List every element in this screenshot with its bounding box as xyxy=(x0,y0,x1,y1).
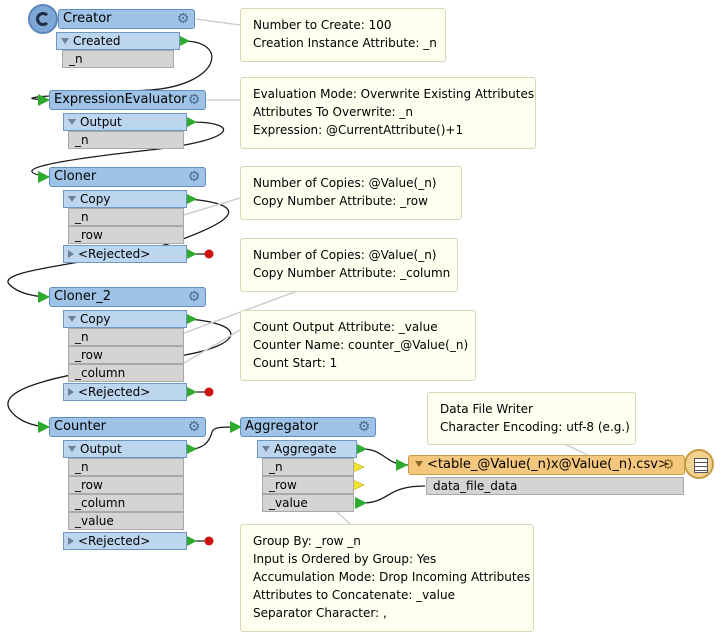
attribute-item: _n xyxy=(68,208,184,226)
writer-feature-type[interactable]: <table_@Value(_n)x@Value(_n).csv> ⚙ xyxy=(408,455,685,475)
rejected-dot xyxy=(204,387,214,397)
counter-annotation: Count Output Attribute: _value Counter N… xyxy=(240,310,476,381)
attribute-item: _n xyxy=(68,328,184,346)
attribute-item: _n xyxy=(68,458,184,476)
attribute-item: _row xyxy=(262,476,354,494)
counter-transformer[interactable]: Counter ⚙ xyxy=(49,417,206,437)
chevron-down-icon xyxy=(415,461,423,467)
chevron-down-icon xyxy=(68,119,76,125)
creator-transformer[interactable]: Creator ⚙ xyxy=(58,9,195,29)
cloner-title: Cloner xyxy=(54,169,97,184)
attribute-item: _value xyxy=(262,494,354,512)
cloner-annotation: Number of Copies: @Value(_n) Copy Number… xyxy=(240,166,462,220)
gear-icon[interactable]: ⚙ xyxy=(187,289,201,305)
expressionevaluator-annotation: Evaluation Mode: Overwrite Existing Attr… xyxy=(240,77,536,149)
table-writer-icon[interactable] xyxy=(684,449,714,479)
chevron-down-icon xyxy=(262,446,270,452)
cloner2-rejected-port[interactable]: <Rejected> xyxy=(63,383,187,401)
counter-rejected-port[interactable]: <Rejected> xyxy=(63,532,187,550)
attribute-item: _n xyxy=(62,50,174,68)
cloner2-title: Cloner_2 xyxy=(54,289,111,304)
aggregator-annotation: Group By: _row _n Input is Ordered by Gr… xyxy=(240,524,534,632)
attribute-item: _n xyxy=(262,458,354,476)
gear-icon[interactable]: ⚙ xyxy=(176,11,190,27)
creator-icon[interactable] xyxy=(28,4,58,34)
cloner-rejected-port[interactable]: <Rejected> xyxy=(63,245,187,263)
port-label: Created xyxy=(73,34,121,48)
creator-annotation: Number to Create: 100 Creation Instance … xyxy=(240,8,446,62)
creator-output-port[interactable]: Created xyxy=(56,32,180,50)
attribute-item: _column xyxy=(68,364,184,382)
counter-title: Counter xyxy=(54,419,106,434)
chevron-down-icon xyxy=(68,316,76,322)
aggregator-transformer[interactable]: Aggregator ⚙ xyxy=(240,417,376,437)
gear-icon[interactable]: ⚙ xyxy=(187,92,201,108)
attribute-item: _column xyxy=(68,494,184,512)
gear-icon[interactable]: ⚙ xyxy=(357,419,371,435)
rejected-dot xyxy=(204,249,214,259)
port-label: Output xyxy=(80,442,122,456)
chevron-down-icon xyxy=(68,446,76,452)
port-label: Copy xyxy=(80,192,111,206)
attribute-item: _row xyxy=(68,476,184,494)
chevron-right-icon xyxy=(68,537,74,545)
writer-annotation: Data File Writer Character Encoding: utf… xyxy=(427,392,636,445)
chevron-down-icon xyxy=(61,38,69,44)
cloner-output-port[interactable]: Copy xyxy=(63,190,187,208)
expressionevaluator-title: ExpressionEvaluator xyxy=(54,92,187,107)
port-label: Output xyxy=(80,115,122,129)
chevron-right-icon xyxy=(68,250,74,258)
aggregator-title: Aggregator xyxy=(245,419,319,434)
attribute-item: _n xyxy=(68,131,184,149)
port-label: Aggregate xyxy=(274,442,337,456)
cloner2-transformer[interactable]: Cloner_2 ⚙ xyxy=(49,287,206,307)
aggregator-output-port[interactable]: Aggregate xyxy=(257,440,357,458)
attribute-item: _row xyxy=(68,346,184,364)
output-port-aggregator-value xyxy=(355,497,367,509)
counter-output-port[interactable]: Output xyxy=(63,440,187,458)
cloner2-annotation: Number of Copies: @Value(_n) Copy Number… xyxy=(240,238,458,292)
cloner2-output-port[interactable]: Copy xyxy=(63,310,187,328)
port-label: <Rejected> xyxy=(78,385,151,399)
writer-title: <table_@Value(_n)x@Value(_n).csv> xyxy=(427,457,669,472)
writer-attribute-item: data_file_data xyxy=(426,477,684,495)
gear-icon[interactable]: ⚙ xyxy=(661,457,675,473)
cloner-transformer[interactable]: Cloner ⚙ xyxy=(49,167,206,187)
input-port-writer xyxy=(396,459,408,471)
wire-aggregator-to-writer xyxy=(361,448,409,466)
rejected-dot xyxy=(204,536,214,546)
attribute-item: _row xyxy=(68,226,184,244)
expressionevaluator-transformer[interactable]: ExpressionEvaluator ⚙ xyxy=(49,90,206,110)
attribute-item: _value xyxy=(68,512,184,530)
unused-attr-port xyxy=(352,479,365,491)
unused-attr-port xyxy=(352,461,365,473)
wire-value-to-attr xyxy=(361,485,426,504)
gear-icon[interactable]: ⚙ xyxy=(187,419,201,435)
port-label: <Rejected> xyxy=(78,534,151,548)
chevron-down-icon xyxy=(68,196,76,202)
gear-icon[interactable]: ⚙ xyxy=(187,169,201,185)
port-label: <Rejected> xyxy=(78,247,151,261)
port-label: Copy xyxy=(80,312,111,326)
chevron-right-icon xyxy=(68,388,74,396)
expressionevaluator-output-port[interactable]: Output xyxy=(63,113,187,131)
creator-title: Creator xyxy=(63,11,112,26)
